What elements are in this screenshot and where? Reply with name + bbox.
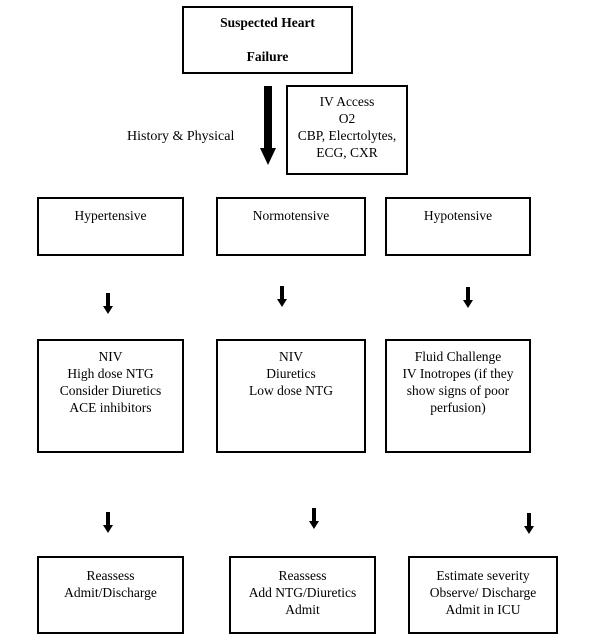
outcome-normotensive-line-1: Reassess	[278, 568, 327, 583]
treatment-hypertensive-line-2: High dose NTG	[67, 366, 154, 381]
arrow-normotensive-to-outcome	[309, 508, 319, 529]
treatment-normotensive-line-3: Low dose NTG	[249, 383, 333, 398]
workup-node: IV Access O2 CBP, Elecrtolytes, ECG, CXR	[286, 85, 408, 175]
arrow-normotensive-to-treatment	[277, 286, 287, 307]
arrow-hypotensive-to-outcome	[524, 513, 534, 534]
start-line-1: Suspected Heart	[220, 15, 315, 30]
treatment-hypotensive-line-4: perfusion)	[430, 400, 486, 415]
treatment-hypertensive-line-4: ACE inhibitors	[69, 400, 152, 415]
arrow-hypertensive-to-outcome	[103, 512, 113, 533]
treatment-hypotensive: Fluid Challenge IV Inotropes (if they sh…	[385, 339, 531, 453]
main-arrow-shaft	[264, 86, 272, 150]
outcome-normotensive-line-3: Admit	[285, 602, 320, 617]
outcome-hypertensive: Reassess Admit/Discharge	[37, 556, 184, 634]
outcome-hypotensive: Estimate severity Observe/ Discharge Adm…	[408, 556, 558, 634]
workup-line-2: O2	[338, 111, 356, 126]
arrow-hypotensive-to-treatment	[463, 287, 473, 308]
outcome-hypertensive-line-2: Admit/Discharge	[64, 585, 157, 600]
edge-label-history-physical: History & Physical	[127, 129, 235, 144]
treatment-normotensive: NIV Diuretics Low dose NTG	[216, 339, 366, 453]
outcome-hypertensive-line-1: Reassess	[86, 568, 135, 583]
category-normotensive-label: Normotensive	[252, 208, 330, 223]
category-normotensive: Normotensive	[216, 197, 366, 256]
arrow-hypertensive-to-treatment	[103, 293, 113, 314]
treatment-normotensive-line-2: Diuretics	[266, 366, 316, 381]
treatment-hypertensive: NIV High dose NTG Consider Diuretics ACE…	[37, 339, 184, 453]
workup-line-4: ECG, CXR	[316, 145, 378, 160]
outcome-hypotensive-line-2: Observe/ Discharge	[429, 585, 537, 600]
outcome-normotensive: Reassess Add NTG/Diuretics Admit	[229, 556, 376, 634]
workup-line-1: IV Access	[319, 94, 375, 109]
main-arrow	[260, 86, 276, 165]
outcome-hypotensive-line-3: Admit in ICU	[445, 602, 521, 617]
category-hypertensive: Hypertensive	[37, 197, 184, 256]
treatment-hypertensive-line-3: Consider Diuretics	[59, 383, 162, 398]
outcome-hypotensive-line-1: Estimate severity	[436, 568, 530, 583]
outcome-normotensive-line-2: Add NTG/Diuretics	[248, 585, 357, 600]
category-hypotensive: Hypotensive	[385, 197, 531, 256]
category-hypertensive-label: Hypertensive	[74, 208, 147, 223]
main-arrow-head	[260, 148, 276, 165]
treatment-hypotensive-line-1: Fluid Challenge	[414, 349, 502, 364]
start-node: Suspected Heart Failure	[182, 6, 353, 74]
start-line-2: Failure	[246, 49, 289, 64]
treatment-hypotensive-line-3: show signs of poor	[406, 383, 510, 398]
category-hypotensive-label: Hypotensive	[423, 208, 493, 223]
treatment-hypotensive-line-2: IV Inotropes (if they	[402, 366, 514, 381]
workup-line-3: CBP, Elecrtolytes,	[297, 128, 397, 143]
treatment-hypertensive-line-1: NIV	[98, 349, 123, 364]
treatment-normotensive-line-1: NIV	[279, 349, 303, 364]
